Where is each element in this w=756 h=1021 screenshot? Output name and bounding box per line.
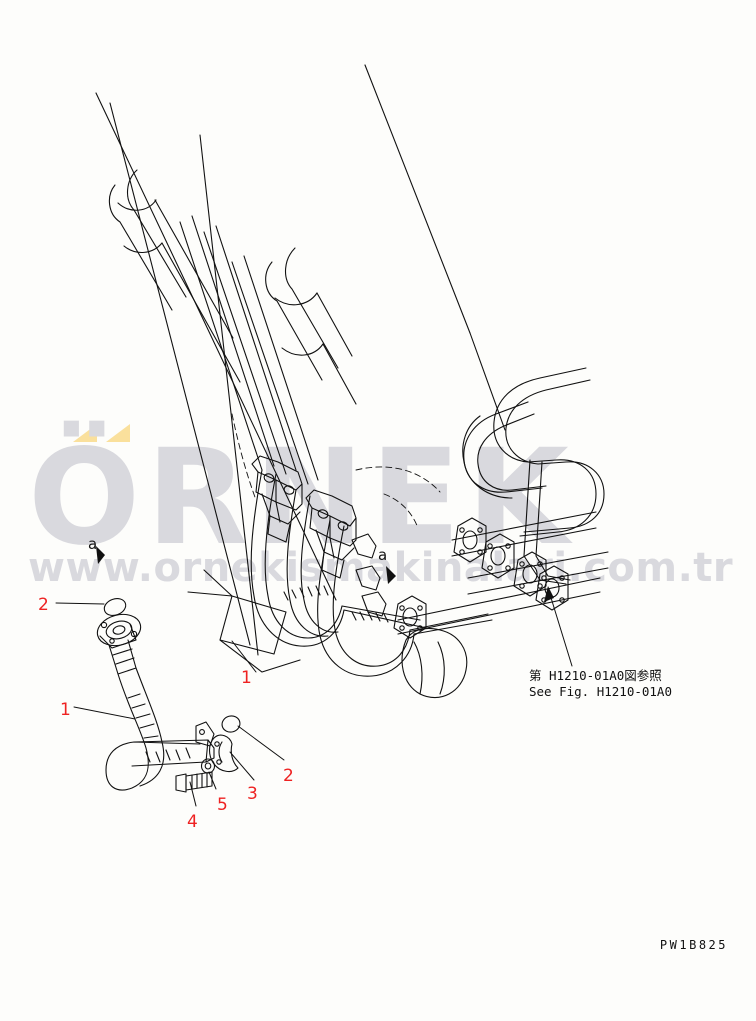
- hose-runs-left: [179, 215, 319, 485]
- item-2-seal-upper: [103, 598, 127, 616]
- flange-connector-2: [481, 533, 515, 579]
- reference-note-english: See Fig. H1210-01A0: [529, 684, 672, 699]
- hidden-edges: [231, 413, 441, 529]
- callout-1-center: 1: [241, 668, 252, 688]
- hose-fitting-upper-left: [251, 455, 303, 543]
- item-3-clamp: [208, 734, 239, 773]
- item-2-seal-lower: [221, 715, 241, 733]
- leader-lines: [55, 587, 573, 807]
- leader-arrowheads: [96, 546, 554, 602]
- callout-2-upper: 2: [38, 595, 49, 615]
- hose-loop-lower-center: [317, 519, 415, 677]
- boom-base-bracket: [187, 569, 301, 673]
- flange-connector-1: [453, 517, 487, 563]
- callout-2-lower: 2: [283, 766, 294, 786]
- hose-bundle-upper-left: [108, 169, 241, 383]
- end-fitting-lower-right: [401, 627, 468, 699]
- item-5-washer: [200, 758, 216, 774]
- item-4-bolt: [175, 771, 213, 793]
- pipe-assembly-right: [462, 367, 605, 585]
- callout-4: 4: [187, 812, 198, 832]
- hose-bundle-upper-center: [265, 247, 357, 405]
- reference-note-japanese: 第 H1210-01A0図参照: [529, 668, 662, 683]
- hose-fitting-center: [305, 489, 357, 579]
- figure-code: PW1B825: [659, 938, 728, 952]
- detail-marker-a-left: a: [88, 535, 98, 553]
- item-1-end-fitting: [195, 721, 215, 747]
- detail-marker-a-center: a: [378, 546, 388, 564]
- hose-loop-lower-left: [250, 469, 345, 647]
- hose-clamp-blocks: [351, 533, 387, 617]
- callout-5: 5: [217, 795, 228, 815]
- callout-3: 3: [247, 784, 258, 804]
- callout-1-left: 1: [60, 700, 71, 720]
